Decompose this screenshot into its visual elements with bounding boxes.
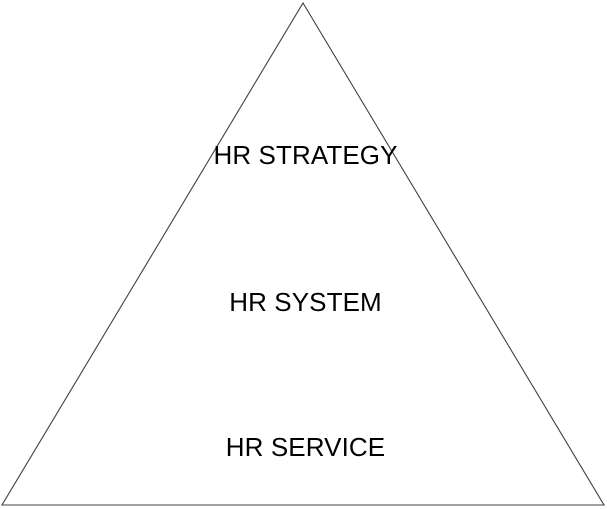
pyramid-tier-text-service: HR SERVICE [225, 432, 386, 462]
pyramid-tier-label-system: HR SYSTEM [0, 289, 607, 315]
pyramid-tier-label-service: HR SERVICE [0, 434, 607, 460]
pyramid-tier-text-strategy: HR STRATEGY [213, 140, 398, 170]
pyramid-tier-label-strategy: HR STRATEGY [0, 142, 607, 168]
pyramid-tier-text-system: HR SYSTEM [229, 287, 382, 317]
